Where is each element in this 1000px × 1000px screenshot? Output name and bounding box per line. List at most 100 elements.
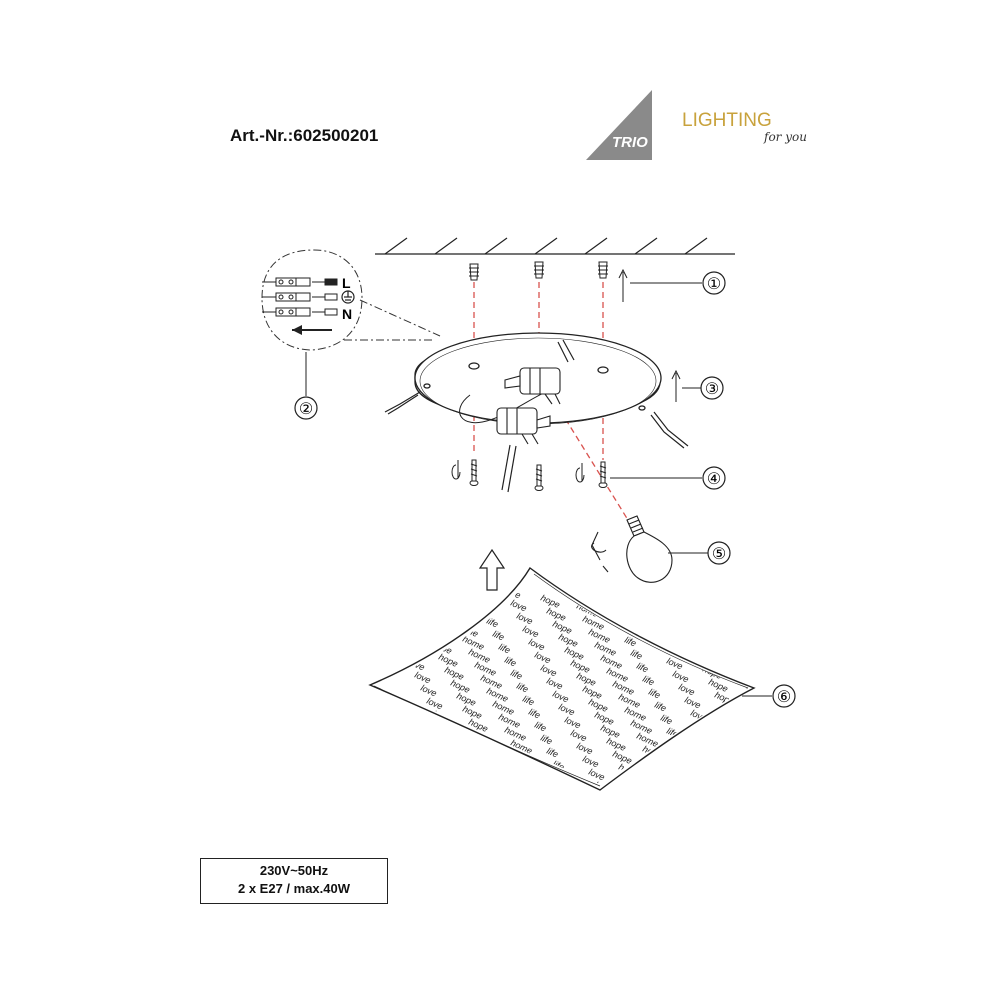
shade-word: love	[389, 618, 408, 634]
shade-word: hope	[737, 742, 759, 759]
ceiling-hatch-mark	[684, 237, 708, 255]
shade-word: home	[785, 776, 810, 794]
shade-word: love	[725, 786, 744, 802]
shade-word: love	[443, 735, 462, 751]
shade-word: love	[359, 553, 378, 569]
shade-word: hope	[419, 613, 441, 630]
shade-word: hope	[413, 600, 435, 617]
shade-word: love	[395, 631, 414, 647]
shade-word: hope	[743, 755, 765, 772]
left-arrow-icon	[292, 325, 332, 335]
shade-word: home	[815, 841, 840, 859]
logo-wordmark: LIGHTING	[682, 110, 772, 131]
shade-word: life	[569, 798, 584, 812]
shade-word: home	[803, 815, 828, 833]
shade-word: home	[533, 790, 558, 808]
shade-word: life	[659, 713, 674, 727]
shade-word: life	[815, 771, 830, 785]
callout-5: ⑤	[712, 546, 726, 563]
spec-voltage: 230V~50Hz	[259, 863, 329, 878]
shade-word: life	[683, 765, 698, 779]
ceiling-hatch-mark	[534, 237, 558, 255]
shade-word: hope	[689, 638, 711, 655]
glass-shade: lovehopehomelifelovehopehomelifelovehope…	[359, 553, 866, 863]
shade-word: life	[473, 590, 488, 604]
shade-word: love	[749, 838, 768, 854]
lamp-sockets	[496, 367, 561, 445]
callout-5-group: ⑤	[668, 541, 731, 565]
callout-3-group: ③	[671, 369, 724, 402]
up-arrow-icon	[478, 548, 506, 591]
shade-word: life	[791, 719, 806, 733]
shade-word: home	[791, 789, 816, 807]
shade-word: love	[707, 747, 726, 763]
callout-4-group: ④	[610, 466, 726, 490]
shade-word: life	[689, 778, 704, 792]
dowel-middle	[534, 261, 544, 279]
shade-word: home	[659, 783, 684, 801]
shade-word: life	[647, 687, 662, 701]
shade-word: hope	[425, 626, 447, 643]
shade-word: hope	[641, 814, 663, 831]
shade-word: life	[503, 655, 518, 669]
specification-box: 230V~50Hz 2 x E27 / max.40W	[200, 858, 388, 904]
shade-word: home	[443, 595, 468, 613]
shade-word: hope	[497, 782, 519, 799]
socket-upper	[504, 367, 561, 405]
ceiling-hatch-mark	[484, 237, 508, 255]
shade-word: hope	[623, 775, 645, 792]
shade-word: love	[737, 812, 756, 828]
callout-1-group: ①	[618, 268, 726, 302]
shade-word: home	[647, 757, 672, 775]
shade-word: home	[671, 809, 696, 827]
ground-icon	[341, 290, 355, 304]
shade-word: life	[797, 732, 812, 746]
spec-bulbs: 2 x E27 / max.40W	[237, 881, 350, 896]
ceiling	[375, 237, 735, 255]
wiring-detail: L N	[261, 249, 441, 351]
shade-word: love	[605, 806, 624, 822]
shade-word: life	[497, 642, 512, 656]
shade-word: life	[827, 797, 842, 811]
shade-word: love	[365, 566, 384, 582]
shade-word: love	[401, 644, 420, 660]
screw-right	[575, 461, 608, 488]
shade-word: hope	[629, 788, 651, 805]
shade-word: love	[593, 780, 612, 796]
shade-word: life	[833, 810, 848, 824]
shade-word: life	[623, 635, 638, 649]
shade-word: hope	[749, 768, 771, 785]
logo-triangle	[586, 90, 652, 160]
shade-word: home	[431, 569, 456, 587]
callout-4: ④	[707, 471, 721, 488]
shade-word: hope	[479, 743, 501, 760]
shade-word: life	[653, 700, 668, 714]
shade-word: life	[509, 668, 524, 682]
shade-word: home	[797, 802, 822, 820]
shade-word: life	[755, 641, 770, 655]
ceiling-hatch-mark	[434, 237, 458, 255]
shade-word: love	[377, 592, 396, 608]
shade-word: home	[725, 646, 750, 664]
shade-word: life	[851, 849, 866, 863]
spring-clips	[384, 339, 689, 493]
terminal-block	[262, 277, 338, 317]
trio-logo: TRIO LIGHTING for you	[586, 90, 807, 160]
shade-word: life	[527, 707, 542, 721]
shade-word: love	[695, 721, 714, 737]
shade-word: life	[539, 733, 554, 747]
shade-word: life	[695, 791, 710, 805]
shade-word: love	[653, 630, 672, 646]
callout-2-group: ②	[294, 352, 318, 420]
shade-word: love	[455, 761, 474, 777]
logo-tagline: for you	[763, 130, 807, 144]
wire-label-n: N	[342, 306, 352, 322]
shade-word: life	[533, 720, 548, 734]
ceiling-hatch-mark	[584, 237, 608, 255]
shade-word: hope	[401, 574, 423, 591]
screws	[451, 459, 608, 491]
shade-word: life	[767, 667, 782, 681]
shade-word: love	[461, 774, 480, 790]
dowel-right	[598, 261, 608, 279]
